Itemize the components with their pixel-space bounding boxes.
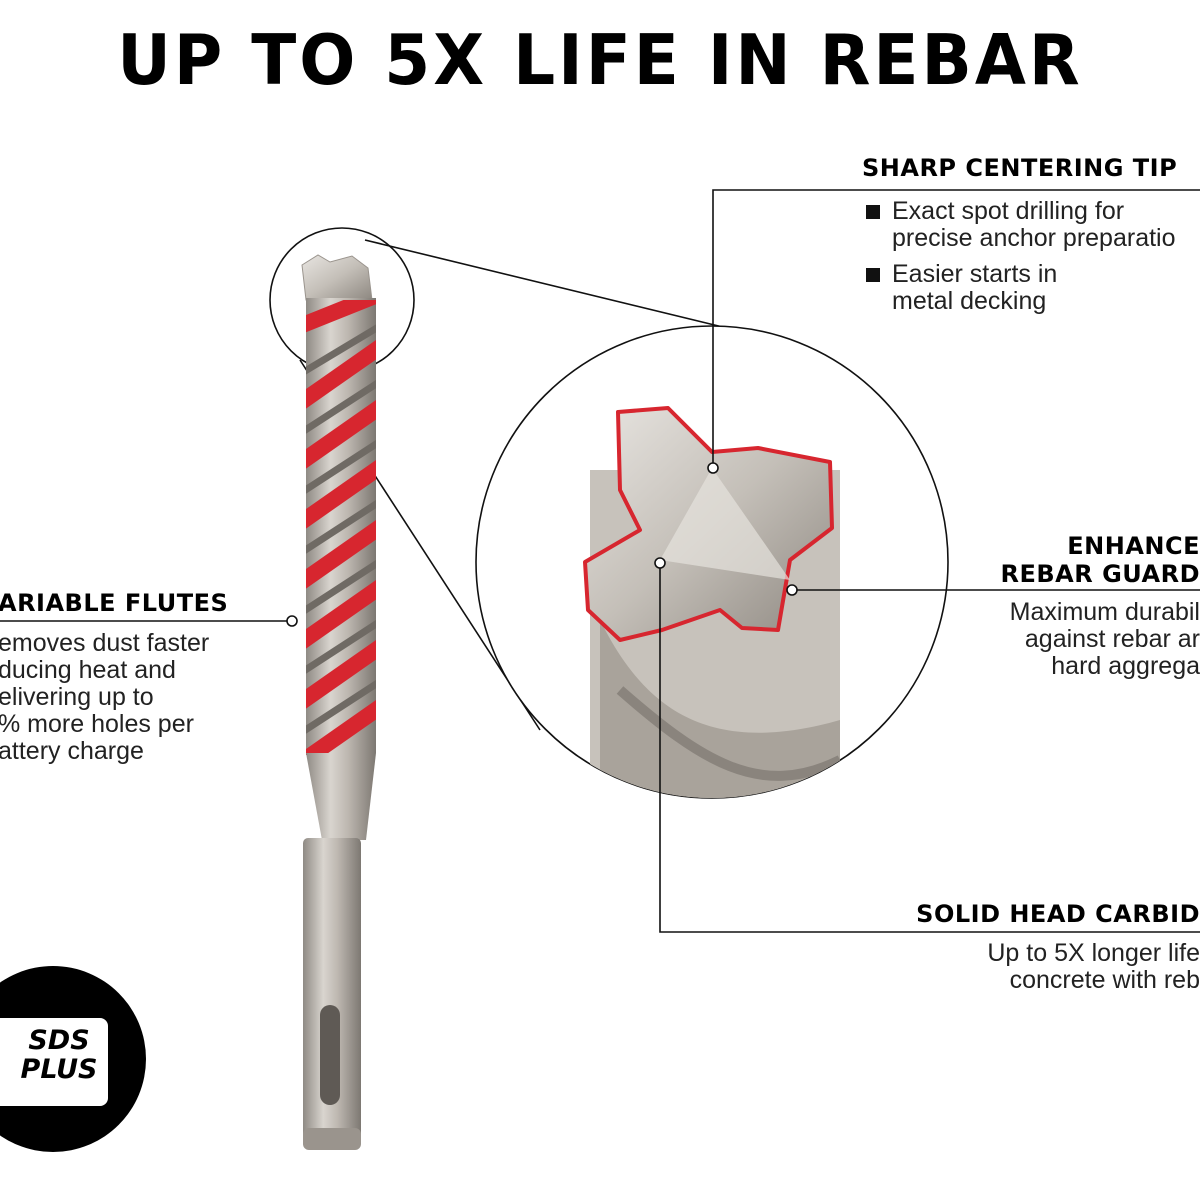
bullet-square-icon bbox=[866, 268, 880, 282]
bullet-square-icon bbox=[866, 205, 880, 219]
flutes-dot bbox=[286, 615, 298, 627]
centering-tip-dot bbox=[707, 462, 719, 474]
rebar-guard-dot bbox=[786, 584, 798, 596]
centering-tip-bullet-1: Exact spot drilling for precise anchor p… bbox=[866, 198, 1176, 252]
bullet-line: Exact spot drilling for bbox=[892, 197, 1125, 225]
carbide-line: Up to 5X longer life bbox=[987, 939, 1200, 967]
flutes-line: emoves dust faster bbox=[0, 629, 210, 657]
sds-plus-logo-text: SDS PLUS bbox=[14, 1026, 104, 1084]
flutes-line: attery charge bbox=[0, 737, 144, 765]
carbide-line: concrete with reb bbox=[1009, 966, 1200, 994]
centering-tip-bullet-2: Easier starts in metal decking bbox=[866, 261, 1057, 315]
drill-shank bbox=[303, 838, 361, 1143]
drill-flutes bbox=[306, 300, 376, 755]
sds-plus-badge-plate bbox=[0, 1018, 108, 1106]
badge-line: PLUS bbox=[20, 1054, 98, 1085]
shank-slot bbox=[320, 1005, 340, 1105]
centering-tip-title: SHARP CENTERING TIP bbox=[862, 154, 1178, 182]
bullet-line: metal decking bbox=[892, 287, 1047, 315]
rebar-guard-description: Maximum durabil against rebar ar hard ag… bbox=[1010, 599, 1200, 680]
flutes-line: ducing heat and bbox=[0, 656, 176, 684]
magnifier-line-top bbox=[364, 239, 736, 331]
centering-tip-connector bbox=[712, 189, 1200, 468]
flutes-line: elivering up to bbox=[0, 683, 154, 711]
rebar-guard-line: against rebar ar bbox=[1024, 625, 1200, 653]
bullet-line: Easier starts in bbox=[892, 260, 1058, 288]
rebar-guard-title: ENHANCE REBAR GUARD bbox=[1000, 532, 1200, 588]
rebar-guard-title-line: ENHANCE bbox=[1067, 532, 1200, 560]
badge-line: SDS bbox=[28, 1025, 90, 1056]
page-title: UP TO 5X LIFE IN REBAR bbox=[117, 20, 1083, 101]
carbide-title: SOLID HEAD CARBID bbox=[916, 900, 1200, 928]
rebar-guard-title-line: REBAR GUARD bbox=[1000, 560, 1200, 588]
flutes-description: emoves dust faster ducing heat and elive… bbox=[0, 630, 209, 765]
rebar-guard-line: hard aggrega bbox=[1051, 652, 1200, 680]
carbide-connector bbox=[659, 563, 1200, 933]
flutes-line: % more holes per bbox=[0, 710, 194, 738]
bullet-line: precise anchor preparatio bbox=[892, 224, 1176, 252]
carbide-dot bbox=[654, 557, 666, 569]
carbide-description: Up to 5X longer life concrete with reb bbox=[987, 940, 1200, 994]
drill-transition bbox=[306, 753, 376, 840]
flutes-title: ARIABLE FLUTES bbox=[0, 589, 229, 617]
drill-tip bbox=[301, 254, 373, 301]
rebar-guard-line: Maximum durabil bbox=[1009, 598, 1200, 626]
shank-end bbox=[303, 1128, 361, 1150]
